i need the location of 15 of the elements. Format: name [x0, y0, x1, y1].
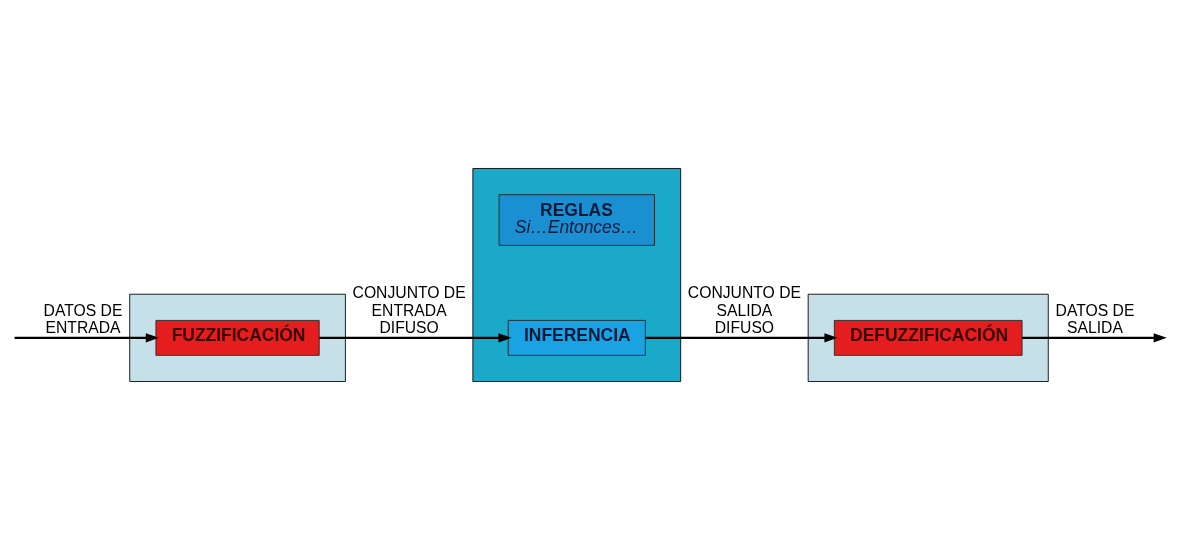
- arrow: [1022, 333, 1167, 343]
- node-box: FUZZIFICACIÓN: [155, 319, 320, 356]
- edge-label: DATOS DE SALIDA: [1055, 301, 1135, 336]
- node-box: DEFUZZIFICACIÓN: [833, 319, 1023, 356]
- edge-label: CONJUNTO DE ENTRADA DIFUSO: [352, 284, 466, 336]
- edge-label: CONJUNTO DE SALIDA DIFUSO: [687, 284, 801, 336]
- edge-label: DATOS DE ENTRADA: [43, 301, 123, 336]
- arrow: [14, 333, 159, 343]
- arrow: [645, 333, 838, 343]
- cluster: [472, 168, 682, 382]
- node-box: INFERENCIA: [507, 319, 646, 356]
- cluster: [129, 293, 346, 382]
- arrow: [319, 333, 512, 343]
- cluster: [807, 293, 1049, 382]
- node-box: REGLAS Si…Entonces…: [498, 194, 655, 246]
